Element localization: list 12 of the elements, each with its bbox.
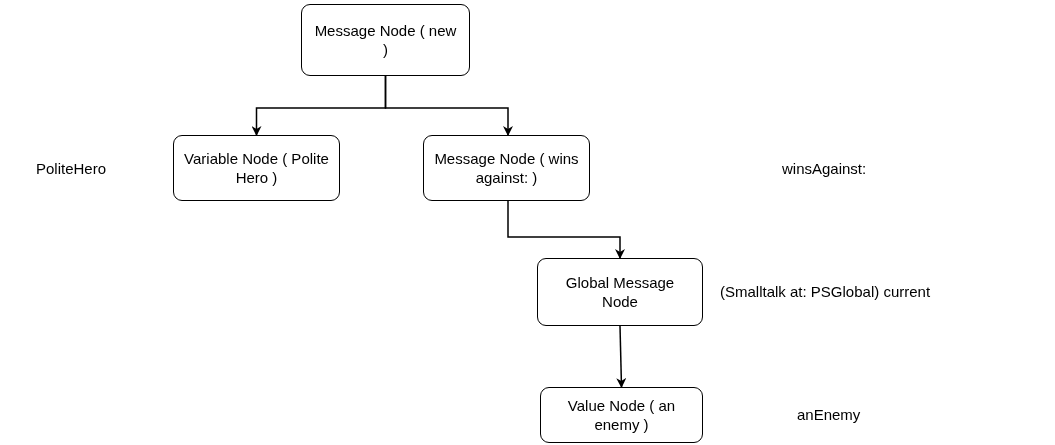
process-box: Message Node ( new ) [301,4,470,76]
process-box: Global Message Node [537,258,703,326]
process-box: Value Node ( an enemy ) [540,387,703,443]
arrow [507,200,625,259]
process-box: Message Node ( wins against: ) [423,135,590,201]
note-label: (Smalltalk at: PSGlobal) current [720,283,931,300]
note-label: winsAgainst: [782,160,867,177]
note-label: anEnemy [797,406,861,423]
process-box: Variable Node ( Polite Hero ) [173,135,340,201]
arrow [384,75,513,136]
arrow [616,325,627,388]
note-label: PoliteHero [36,160,107,177]
